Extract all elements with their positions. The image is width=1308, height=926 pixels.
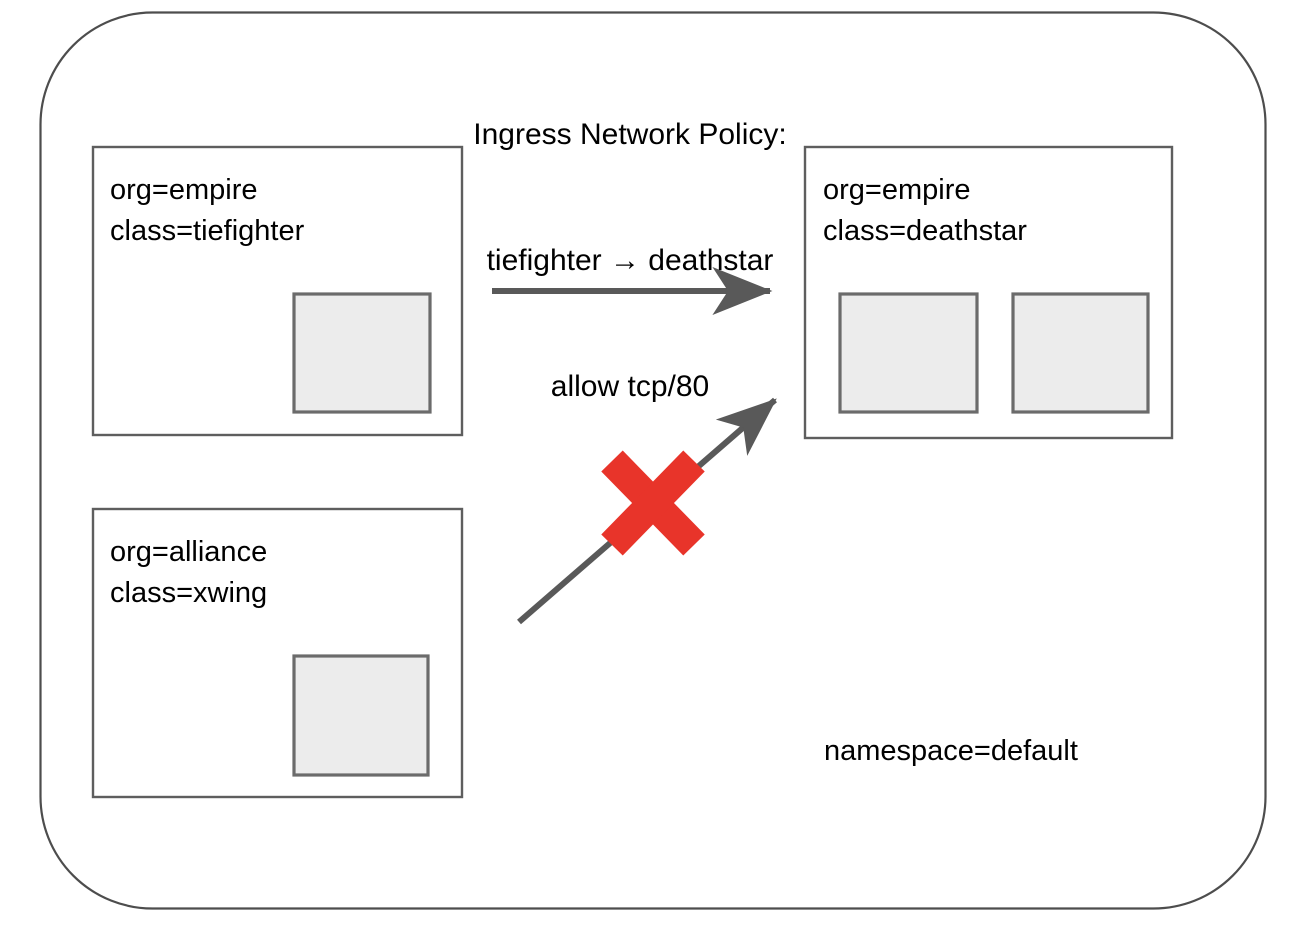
group-label-xwing-org: org=alliance <box>110 536 268 568</box>
group-label-tiefighter-class: class=tiefighter <box>110 215 305 247</box>
diagram-title: Ingress Network Policy: tiefighter → dea… <box>380 30 880 492</box>
pod-xwing-1 <box>292 654 430 777</box>
group-label-tiefighter-org: org=empire <box>110 174 258 206</box>
title-line-1: Ingress Network Policy: <box>473 118 787 151</box>
title-line-2: tiefighter → deathstar <box>486 244 774 277</box>
namespace-label: namespace=default <box>824 735 1078 767</box>
group-label-deathstar-org: org=empire <box>823 174 971 206</box>
group-label-xwing-class: class=xwing <box>110 577 268 609</box>
title-line-3: allow tcp/80 <box>550 370 710 403</box>
pod-deathstar-2 <box>1011 292 1150 414</box>
group-label-deathstar-class: class=deathstar <box>823 215 1027 247</box>
